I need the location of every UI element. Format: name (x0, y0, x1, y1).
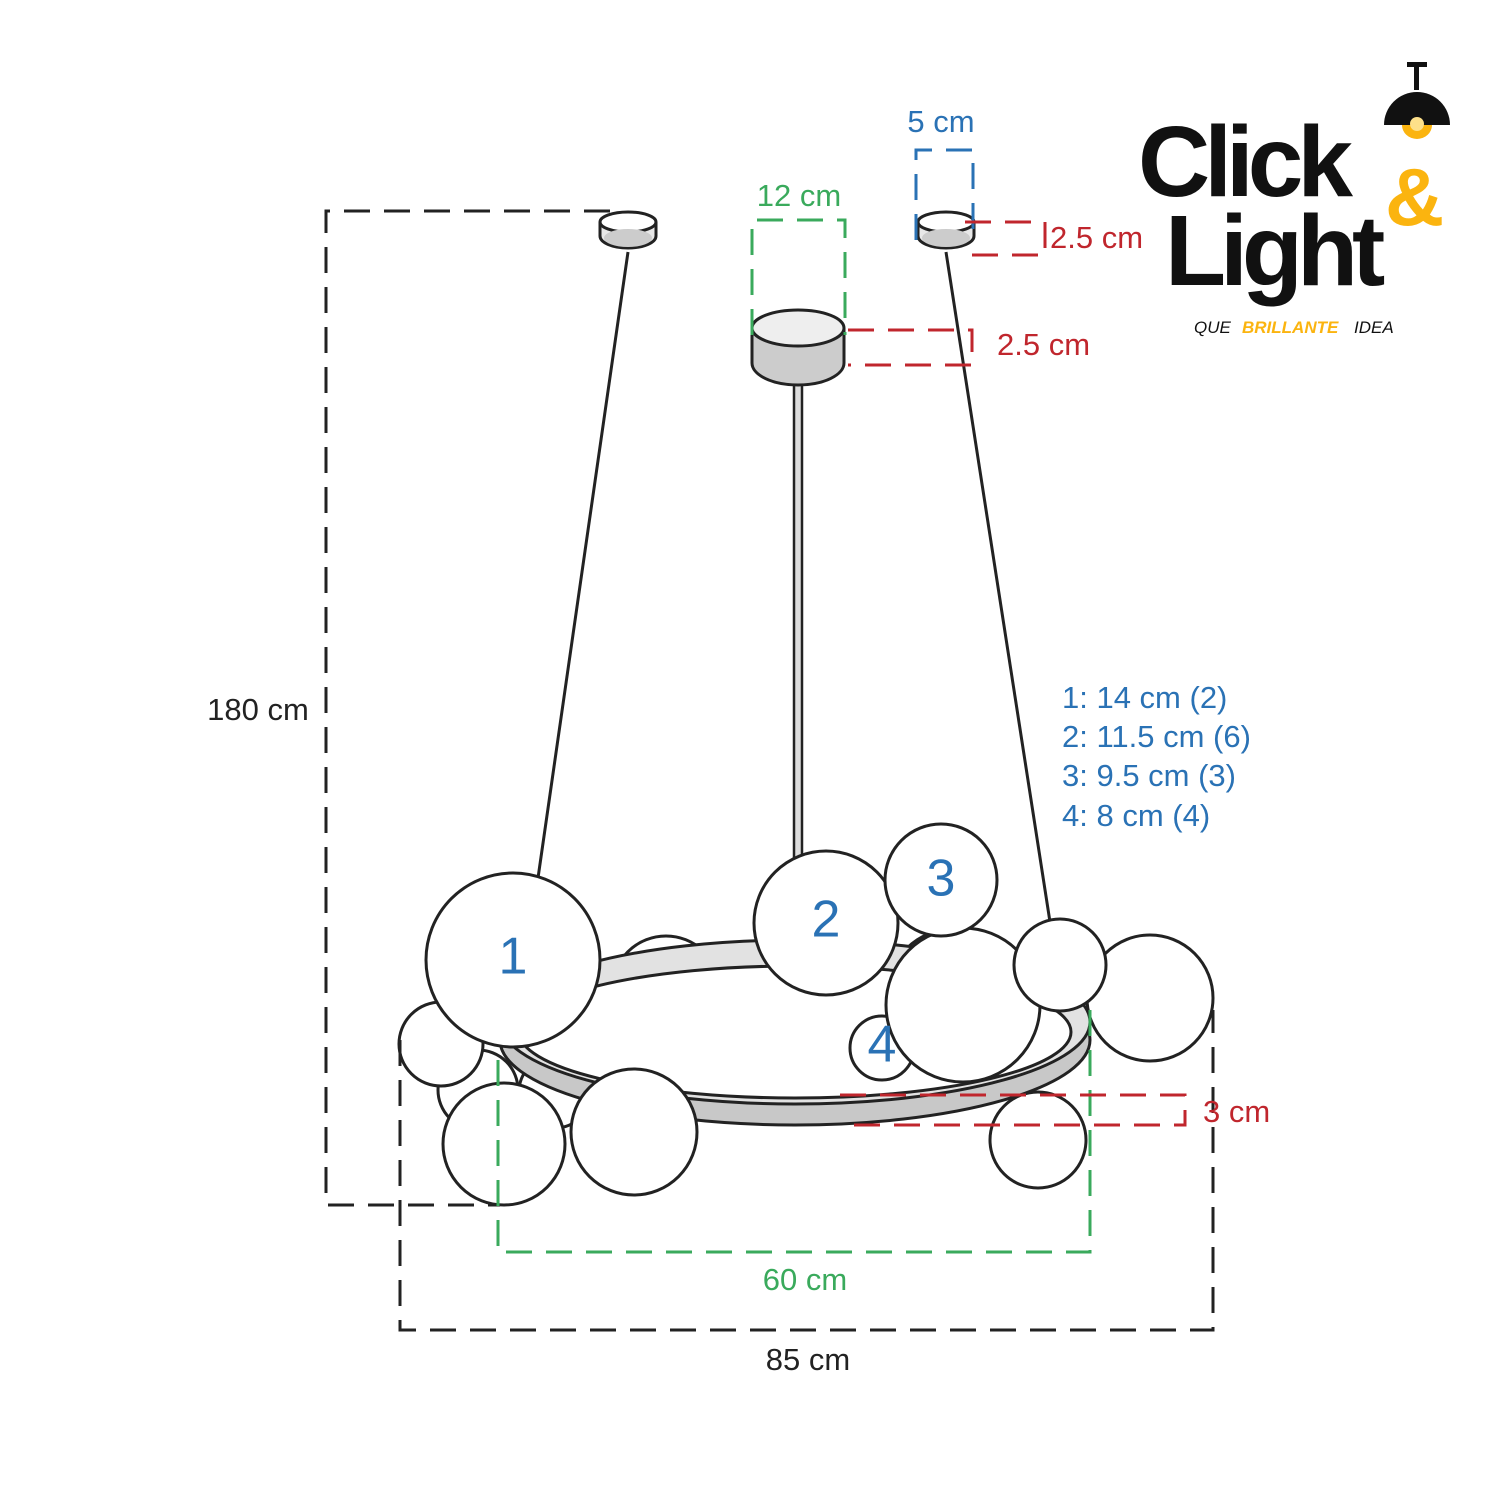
click-and-light-logo: Click & Light QUE BRILLANTE IDEA (1138, 62, 1450, 337)
globe-label-4: 4 (868, 1016, 897, 1074)
logo-click: Click (1138, 106, 1353, 218)
lamp-icon (1384, 62, 1450, 139)
ring-width-label: 60 cm (763, 1262, 847, 1297)
canopy-center-height-line (848, 328, 974, 367)
logo-tagline-brillante: BRILLANTE (1242, 318, 1339, 337)
ring-thickness-line (840, 1093, 1187, 1127)
outer-width-dimension-line (398, 1010, 1215, 1332)
canopy-side-height-line (965, 220, 1047, 257)
globe-size-legend: 1: 14 cm (2) 2: 11.5 cm (6) 3: 9.5 cm (3… (1062, 680, 1251, 833)
legend-item: 3: 9.5 cm (3) (1062, 758, 1236, 793)
legend-item: 1: 14 cm (2) (1062, 680, 1227, 715)
ring-width-dimension-line (496, 1010, 1092, 1254)
canopy-center (750, 308, 846, 387)
canopy-left (598, 210, 658, 250)
globe (988, 1090, 1088, 1190)
logo-tagline-que: QUE (1194, 318, 1232, 337)
outer-width-label: 85 cm (766, 1342, 850, 1377)
legend-item: 4: 8 cm (4) (1062, 798, 1210, 833)
canopy-right (916, 210, 976, 250)
legend-item: 2: 11.5 cm (6) (1062, 719, 1251, 754)
canopy-center-width-label: 12 cm (757, 178, 841, 213)
canopy-center-height-label: 2.5 cm (997, 327, 1090, 362)
canopy-side-height-label: 2.5 cm (1050, 220, 1143, 255)
globe-3 (883, 822, 999, 938)
height-dimension-line (324, 209, 610, 1207)
globe (569, 1067, 699, 1197)
globe-2 (752, 849, 900, 997)
globe-label-3: 3 (927, 850, 956, 908)
globe-1 (424, 871, 602, 1049)
globe (1012, 917, 1108, 1013)
logo-ampersand: & (1385, 152, 1444, 243)
logo-light: Light (1165, 195, 1385, 307)
canopy-side-width-line (914, 148, 975, 240)
globe-label-1: 1 (499, 928, 528, 986)
height-label: 180 cm (207, 692, 309, 727)
globe (441, 1081, 567, 1207)
globe-label-2: 2 (812, 891, 841, 949)
canopy-center-width-line (750, 218, 847, 335)
globes-front: 1 2 3 4 (397, 822, 1215, 1207)
logo-tagline-idea: IDEA (1354, 318, 1394, 337)
left-wire (536, 251, 630, 879)
ring-thickness-label: 3 cm (1203, 1094, 1270, 1129)
canopy-side-width-label: 5 cm (907, 104, 974, 139)
